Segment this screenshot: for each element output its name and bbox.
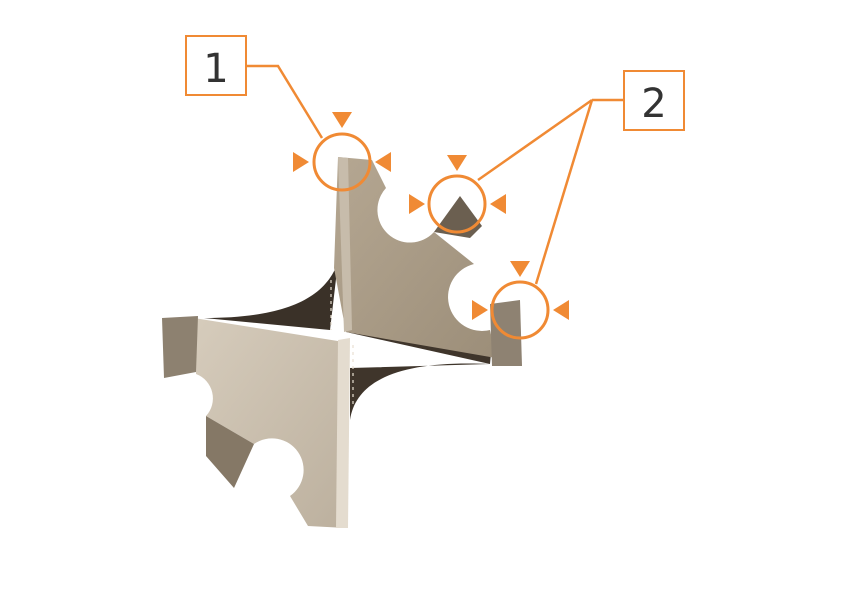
callout-2-upper-arrow-left-icon xyxy=(409,194,425,214)
lower-left-panel xyxy=(194,318,346,528)
callout-1-label: 1 xyxy=(203,46,228,92)
lower-corner-tab xyxy=(206,416,254,488)
lower-panel-edge xyxy=(336,338,350,528)
panel-assembly xyxy=(162,157,522,528)
callout-2-lower-arrow-top-icon xyxy=(510,261,530,277)
inner-curved-face-lower xyxy=(346,332,492,420)
left-edge-tab xyxy=(162,316,198,378)
callout-1: 1 xyxy=(185,35,391,192)
callout-2-lower-arrow-right-icon xyxy=(553,300,569,320)
callout-2-upper-arrow-top-icon xyxy=(447,155,467,171)
callout-1-box xyxy=(185,35,247,96)
callout-2-target-circle-lower xyxy=(490,280,550,340)
callout-1-arrow-right-icon xyxy=(375,152,391,172)
upper-panel-edge xyxy=(338,157,352,332)
callout-2-box xyxy=(623,70,685,131)
callout-1-arrow-top-icon xyxy=(332,112,352,128)
callout-2-label: 2 xyxy=(641,81,666,127)
callout-2-target-circle-upper xyxy=(427,174,487,234)
callout-2-leader-line-a xyxy=(477,98,593,182)
upper-right-panel xyxy=(334,157,496,358)
inner-curved-face-upper xyxy=(204,262,338,330)
callout-2-leader-line-b xyxy=(534,99,594,285)
callout-2: 2 xyxy=(409,70,685,340)
callout-1-target-circle xyxy=(312,132,372,192)
callout-2-lower-arrow-left-icon xyxy=(472,300,488,320)
seam-marks xyxy=(330,280,354,405)
callout-1-arrow-left-icon xyxy=(293,152,309,172)
callout-1-leader-line xyxy=(246,64,324,139)
callout-2-upper-arrow-right-icon xyxy=(490,194,506,214)
